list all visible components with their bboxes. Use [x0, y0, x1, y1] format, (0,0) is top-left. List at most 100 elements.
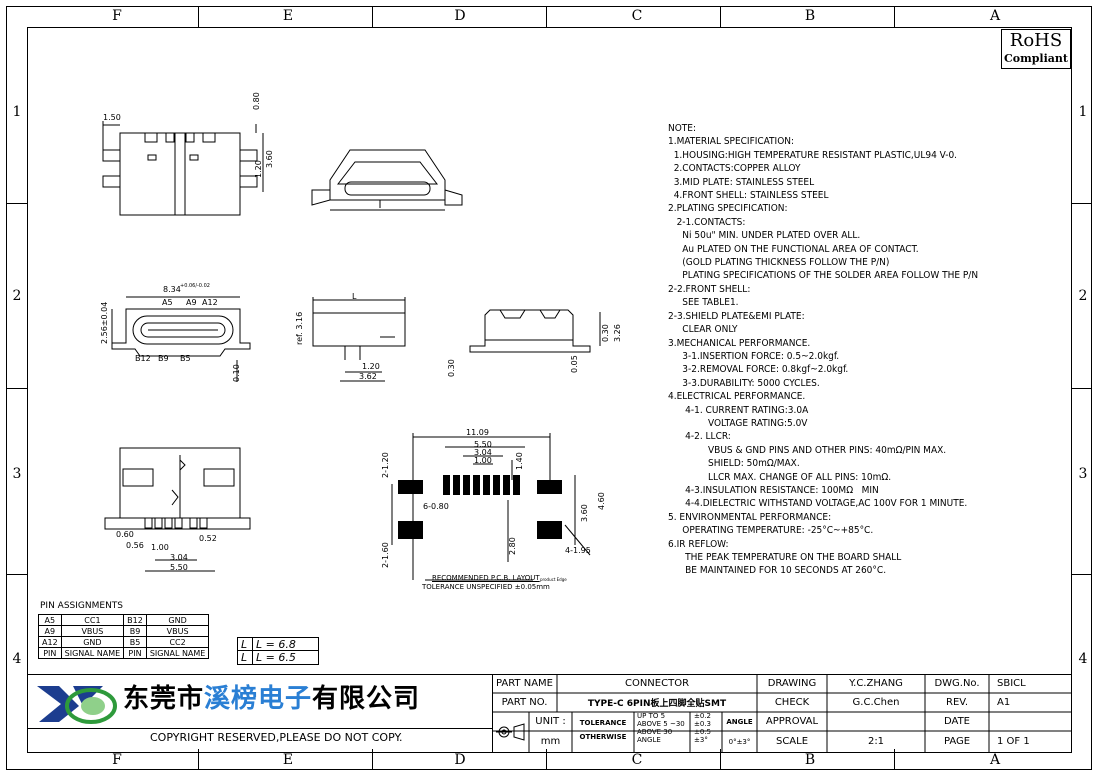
zone-number-4-left: 4: [12, 651, 22, 667]
back-view-drawing: [469, 309, 601, 353]
pcb-pad: [453, 475, 460, 495]
note-line: BE MAINTAINED FOR 10 SECONDS AT 260°C.: [668, 565, 887, 577]
note-line: 2.PLATING SPECIFICATION:: [668, 203, 788, 215]
tolerance-range: ANGLE: [637, 736, 661, 744]
note-line: LLCR MAX. CHANGE OF ALL PINS: 10mΩ.: [668, 471, 892, 483]
dim-label: 3.62: [359, 372, 377, 381]
note-line: Au PLATED ON THE FUNCTIONAL AREA OF CONT…: [668, 243, 919, 255]
pcb-pad: [503, 475, 510, 495]
dim-label: 2.56±0.04: [100, 301, 109, 344]
note-line: 6.IR REFLOW:: [668, 538, 729, 550]
note-line: 4.ELECTRICAL PERFORMANCE.: [668, 391, 806, 403]
note-line: 2-1.CONTACTS:: [668, 216, 746, 228]
company-logo: [37, 686, 117, 724]
zone-number-2-right: 2: [1078, 288, 1088, 304]
drawing-label: DRAWING: [767, 678, 817, 689]
angle-value: 0°±3°: [728, 738, 751, 746]
tolerance-ranges: UP TO 5 ABOVE 5 ~30 ABOVE 30 ANGLE: [637, 712, 692, 744]
tick: [6, 574, 27, 575]
note-line: (GOLD PLATING THICKNESS FOLLOW THE P/N): [668, 257, 890, 269]
note-line: 3-2.REMOVAL FORCE: 0.8kgf~2.0kgf.: [668, 364, 849, 376]
tick: [6, 388, 27, 389]
tolerance-label: TOLERANCE: [579, 719, 627, 727]
tolerance-value: ±0.5: [694, 728, 711, 736]
table-cell: A12: [38, 636, 62, 648]
dim-label: 2-1.60: [381, 542, 390, 568]
dim-label: 1.00: [151, 543, 169, 552]
dim-label: 1.50: [103, 113, 121, 122]
dim-label: ref. 3.16: [295, 311, 304, 345]
tolerance-value: ±0.2: [694, 712, 711, 720]
rev-label: REV.: [946, 697, 968, 708]
note-line: OPERATING TEMPERATURE: -25°C~+85°C.: [668, 525, 874, 537]
note-line: 1.HOUSING:HIGH TEMPERATURE RESISTANT PLA…: [668, 149, 958, 161]
table-cell: GND: [145, 614, 210, 626]
length-label: L: [241, 638, 248, 651]
tolerance-value: ±0.3: [694, 720, 711, 728]
scale-value: 2:1: [867, 736, 885, 747]
pin-label: A9: [186, 298, 197, 307]
zone-number-4-right: 4: [1078, 651, 1088, 667]
dim-label: 2-1.20: [381, 452, 390, 478]
table-row: PIN SIGNAL NAME PIN SIGNAL NAME: [38, 647, 210, 659]
table-cell: SIGNAL NAME: [60, 647, 125, 659]
tolerance-value: ±3°: [694, 736, 708, 744]
tick: [372, 749, 373, 770]
dim-label: 5.50: [474, 440, 492, 449]
zone-number-2-left: 2: [12, 288, 22, 304]
zone-letter-c-top: C: [631, 8, 643, 24]
tick: [1071, 388, 1092, 389]
approval-value: [827, 712, 925, 731]
pcb-pad: [398, 521, 423, 539]
pcb-layout-label: RECOMMENDED P.C.B. LAYOUT: [432, 574, 540, 582]
note-line: THE PEAK TEMPERATURE ON THE BOARD SHALL: [668, 552, 902, 563]
table-cell: CC1: [60, 614, 125, 626]
tolerance-range: UP TO 5: [637, 712, 666, 720]
angle-label: ANGLE: [726, 718, 753, 726]
otherwise-label: OTHERWISE: [579, 733, 627, 741]
tick: [372, 6, 373, 27]
dim-label: 0.80: [252, 92, 261, 110]
tick: [720, 6, 721, 27]
front-view-drawing: [111, 296, 251, 382]
table-cell: PIN: [123, 647, 147, 659]
tick: [198, 749, 199, 770]
zone-letter-a-top: A: [989, 8, 1001, 24]
part-name-label: PART NAME: [495, 678, 553, 689]
zone-letter-b-bottom: B: [804, 752, 816, 768]
tick: [894, 6, 895, 27]
dim-label: 11.09: [466, 428, 489, 437]
tick: [1071, 574, 1092, 575]
note-line: 3.MECHANICAL PERFORMANCE.: [668, 337, 811, 349]
page-value: 1 OF 1: [997, 736, 1030, 747]
note-line: VOLTAGE RATING:5.0V: [668, 417, 808, 429]
title-block-divider: [492, 674, 493, 752]
dwg-value: SBICL: [997, 678, 1026, 689]
tick: [720, 749, 721, 770]
note-line: SEE TABLE1.: [668, 297, 739, 309]
note-line: 3-1.INSERTION FORCE: 0.5~2.0kgf.: [668, 350, 840, 362]
company-name: 东莞市溪榜电子有限公司: [123, 678, 420, 715]
table-cell: SIGNAL NAME: [145, 647, 210, 659]
dim-label: 8.34: [163, 285, 181, 294]
top-view-drawing: [102, 121, 264, 216]
dim-label: 5.50: [170, 563, 188, 572]
zone-letter-f-bottom: F: [112, 752, 122, 768]
dim-label: 0.30: [601, 324, 610, 342]
table-cell: PIN: [38, 647, 62, 659]
rohs-subtitle: Compliant: [1004, 52, 1068, 65]
dim-label: 3.26: [613, 324, 622, 342]
company-name-highlight: 溪榜电子: [204, 684, 313, 714]
date-label: DATE: [943, 716, 970, 727]
dim-label: 3.60: [265, 150, 274, 168]
table-cell: A9: [38, 625, 62, 637]
note-line: 2-2.FRONT SHELL:: [668, 283, 751, 295]
tolerance-range: ABOVE 5 ~30: [637, 720, 685, 728]
table-cell: VBUS: [60, 625, 125, 637]
dim-label: 0.10: [232, 364, 241, 382]
scale-label: SCALE: [775, 736, 809, 747]
title-block-divider: [28, 728, 492, 729]
tick: [894, 749, 895, 770]
zone-letter-d-bottom: D: [454, 752, 466, 768]
